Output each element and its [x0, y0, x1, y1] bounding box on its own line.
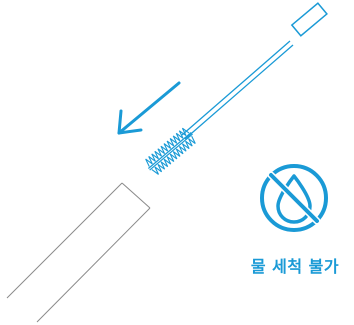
no-water-drop-icon	[260, 164, 328, 232]
no-water-wash-label: 물 세척 불가	[250, 257, 340, 276]
cleaning-brush-icon	[145, 2, 328, 175]
insert-direction-arrow-icon	[117, 81, 181, 135]
tube-icon	[6, 182, 151, 323]
